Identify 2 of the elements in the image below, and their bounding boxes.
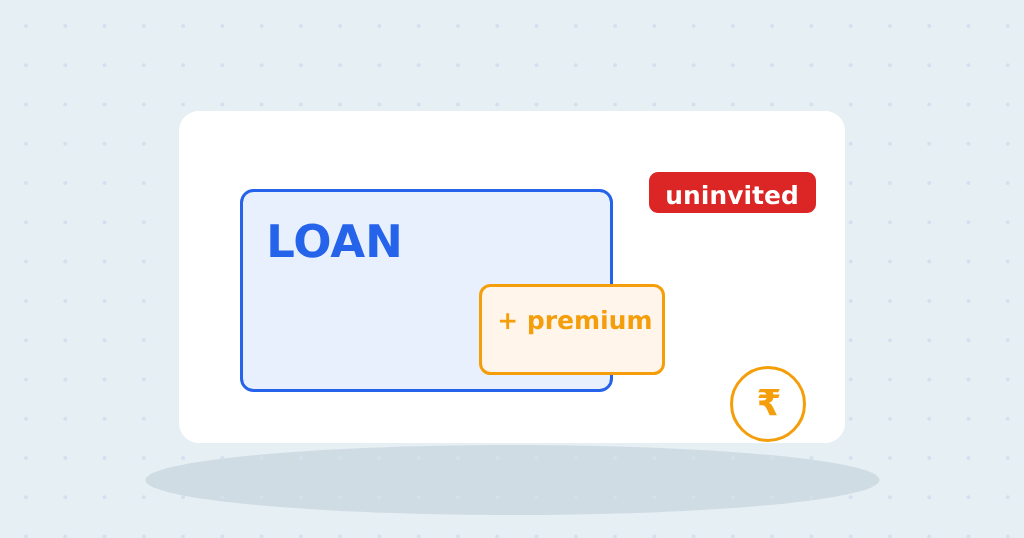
tag-badge: uninvited (649, 172, 816, 213)
premium-box: + premium (479, 284, 665, 375)
